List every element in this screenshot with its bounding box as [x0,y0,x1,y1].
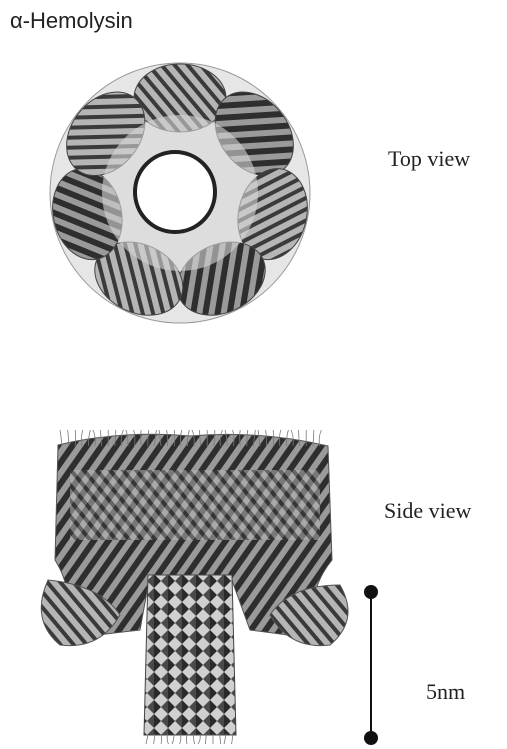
scale-bar-top-dot [364,585,378,599]
scale-bar [364,585,378,745]
pore-lumen [135,152,215,232]
scale-bar-bottom-dot [364,731,378,745]
top-view-structure [44,63,316,329]
side-view-structure [41,430,348,744]
